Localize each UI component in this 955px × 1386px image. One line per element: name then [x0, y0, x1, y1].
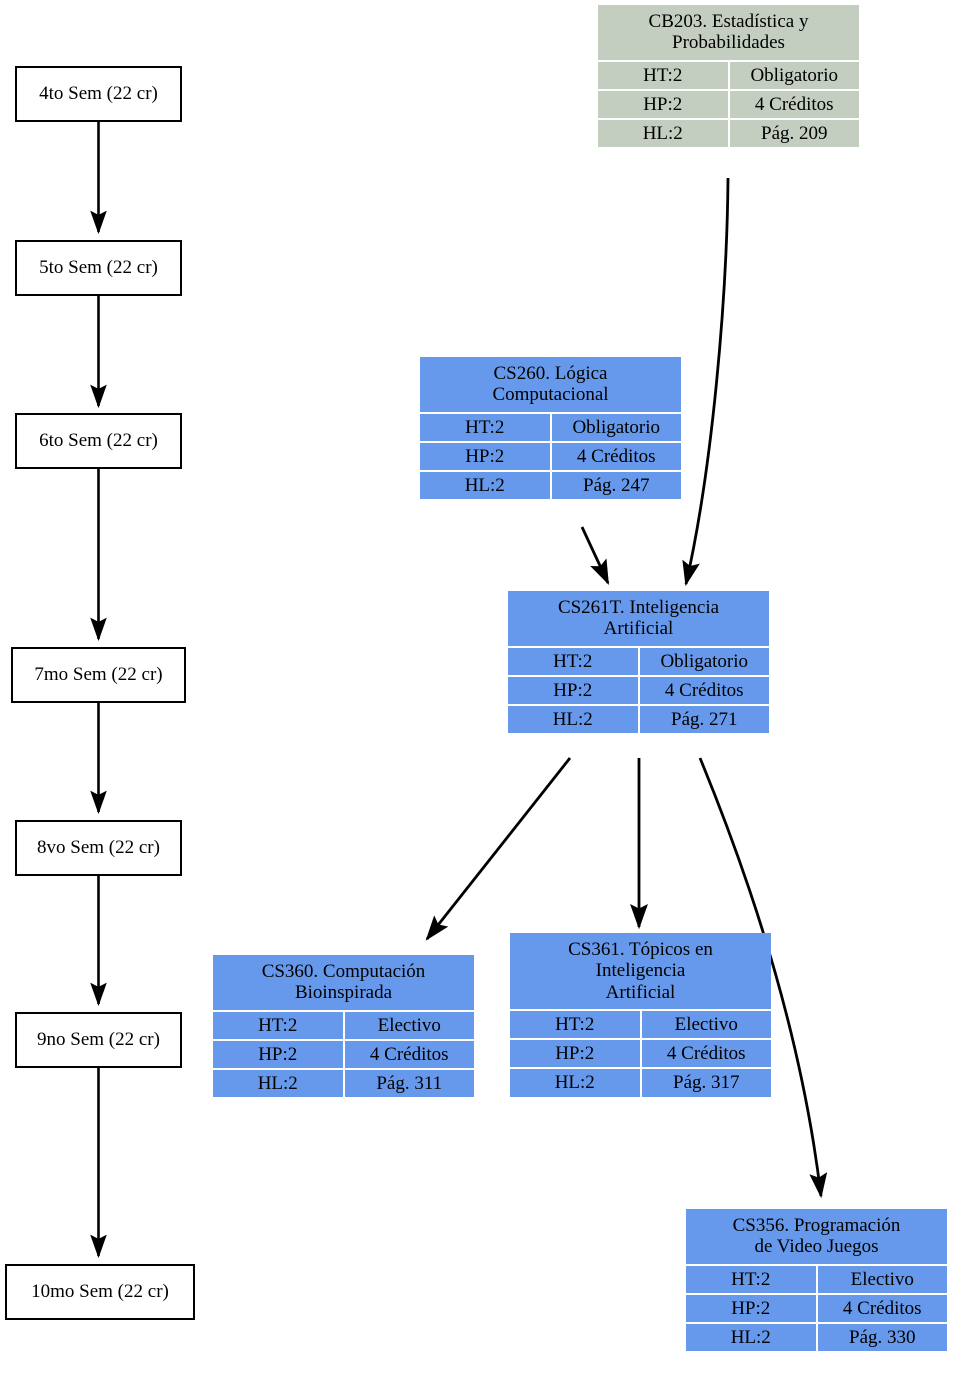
node-sem5-label: 5to Sem (22 cr): [39, 256, 158, 278]
node-cs361-title-line2: Inteligencia: [595, 960, 686, 982]
node-cs360[interactable]: CS360. Computación Bioinspirada HT:2 Ele…: [211, 953, 476, 1099]
node-sem10[interactable]: 10mo Sem (22 cr): [5, 1264, 195, 1320]
node-cb203-hl: HL:2: [598, 120, 728, 148]
node-sem7-label: 7mo Sem (22 cr): [34, 663, 163, 685]
node-cs360-title-line2: Bioinspirada: [294, 982, 393, 1004]
node-cs360-title-line1: CS360. Computación: [261, 961, 426, 982]
node-cs361-hl: HL:2: [510, 1069, 640, 1097]
edge-cs260-cs261t: [580, 526, 610, 586]
node-cs356-hp: HP:2: [686, 1294, 816, 1323]
node-cs361-ht: HT:2: [510, 1010, 640, 1039]
node-cs356-title-line2: de Video Juegos: [754, 1236, 879, 1258]
node-sem9[interactable]: 9no Sem (22 cr): [15, 1012, 182, 1068]
node-cs361-credits: 4 Créditos: [641, 1040, 771, 1068]
node-cs260-hp: HP:2: [420, 442, 550, 471]
node-cs261t-hp: HP:2: [508, 676, 638, 705]
node-cs260[interactable]: CS260. Lógica Computacional HT:2 Obligat…: [418, 355, 683, 501]
node-sem6[interactable]: 6to Sem (22 cr): [15, 413, 182, 469]
node-sem8-label: 8vo Sem (22 cr): [37, 836, 160, 858]
node-cb203[interactable]: CB203. Estadística y Probabilidades HT:2…: [596, 3, 861, 149]
node-cs260-credits: 4 Créditos: [551, 442, 681, 471]
node-cs260-title-line1: CS260. Lógica: [493, 363, 608, 384]
node-cs361-hp: HP:2: [510, 1040, 640, 1068]
node-cb203-hp: HP:2: [598, 90, 728, 119]
edge-cb203-cs261t: [682, 177, 730, 587]
node-cs361-type: Electivo: [641, 1010, 771, 1039]
node-cs356-title-line1: CS356. Programación: [732, 1215, 901, 1236]
node-cs261t[interactable]: CS261T. Inteligencia Artificial HT:2 Obl…: [506, 589, 771, 735]
node-cs260-title-line2: Computacional: [492, 384, 609, 406]
node-sem10-label: 10mo Sem (22 cr): [31, 1280, 169, 1302]
node-cb203-title-line1: CB203. Estadística y: [648, 11, 809, 32]
node-sem6-label: 6to Sem (22 cr): [39, 429, 158, 451]
node-cb203-credits: 4 Créditos: [729, 90, 859, 119]
node-cs261t-hl: HL:2: [508, 706, 638, 734]
node-sem7[interactable]: 7mo Sem (22 cr): [11, 647, 186, 703]
node-cs360-page: Pág. 311: [344, 1070, 474, 1098]
node-cs356-title: CS356. Programación de Video Juegos: [686, 1209, 947, 1264]
node-cs260-title: CS260. Lógica Computacional: [420, 357, 681, 412]
node-cs261t-title-line2: Artificial: [603, 618, 674, 640]
node-cs360-title: CS360. Computación Bioinspirada: [213, 955, 474, 1010]
node-cs356-hl: HL:2: [686, 1324, 816, 1352]
node-cs361[interactable]: CS361. Tópicos en Inteligencia Artificia…: [508, 931, 773, 1099]
node-cs361-title: CS361. Tópicos en Inteligencia Artificia…: [510, 933, 771, 1009]
node-cb203-title-line2: Probabilidades: [672, 32, 785, 54]
node-cs356-credits: 4 Créditos: [817, 1294, 947, 1323]
node-sem4-label: 4to Sem (22 cr): [39, 82, 158, 104]
node-cs360-hp: HP:2: [213, 1040, 343, 1069]
node-cs356-type: Electivo: [817, 1265, 947, 1293]
node-sem8[interactable]: 8vo Sem (22 cr): [15, 820, 182, 876]
node-cs260-type: Obligatorio: [551, 413, 681, 441]
node-cs260-ht: HT:2: [420, 413, 550, 441]
node-sem9-label: 9no Sem (22 cr): [37, 1028, 160, 1050]
node-cb203-type: Obligatorio: [729, 61, 859, 89]
node-cs356[interactable]: CS356. Programación de Video Juegos HT:2…: [684, 1207, 949, 1353]
node-cs261t-title-line1: CS261T. Inteligencia: [557, 597, 720, 618]
node-cs260-page: Pág. 247: [551, 472, 681, 500]
node-cb203-title: CB203. Estadística y Probabilidades: [598, 5, 859, 60]
node-cs361-title-line3: Artificial: [605, 981, 676, 1003]
node-cb203-ht: HT:2: [598, 61, 728, 89]
edge-cs261t-cs360: [425, 757, 572, 941]
node-cs361-title-line1: CS361. Tópicos en: [568, 939, 713, 960]
node-cs360-type: Electivo: [344, 1011, 474, 1039]
node-cb203-page: Pág. 209: [729, 120, 859, 148]
node-cs261t-ht: HT:2: [508, 647, 638, 675]
node-cs260-hl: HL:2: [420, 472, 550, 500]
node-sem4[interactable]: 4to Sem (22 cr): [15, 66, 182, 122]
node-cs261t-type: Obligatorio: [639, 647, 769, 675]
node-cs360-ht: HT:2: [213, 1011, 343, 1039]
node-cs356-ht: HT:2: [686, 1265, 816, 1293]
node-cs261t-title: CS261T. Inteligencia Artificial: [508, 591, 769, 646]
node-cs261t-credits: 4 Créditos: [639, 676, 769, 705]
node-cs360-credits: 4 Créditos: [344, 1040, 474, 1069]
node-cs360-hl: HL:2: [213, 1070, 343, 1098]
node-cs361-page: Pág. 317: [641, 1069, 771, 1097]
node-cs356-page: Pág. 330: [817, 1324, 947, 1352]
node-sem5[interactable]: 5to Sem (22 cr): [15, 240, 182, 296]
node-cs261t-page: Pág. 271: [639, 706, 769, 734]
